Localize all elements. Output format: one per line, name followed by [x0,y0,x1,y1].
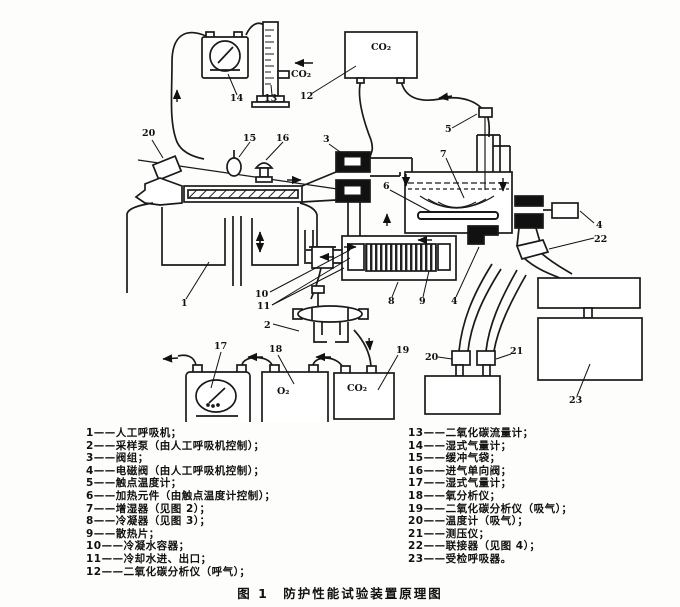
legend-item: 10——冷凝水容器； [86,540,190,553]
co2-flow-meter-13 [251,21,290,108]
legend-item: 17——湿式气量计； [408,477,512,490]
part-number-labels: 1 2 3 4 4 5 6 7 8 9 10 11 12 13 14 15 16… [142,91,607,406]
wet-gas-meter-14 [201,31,249,79]
artificial-respirator-1 [126,202,318,293]
legend-item: 12——二氧化碳分析仪（呼气）； [86,565,251,578]
legend-item: 5——触点温度计； [86,477,182,490]
co2-inlet-text: CO₂ [291,69,311,80]
label-21: 21 [510,346,523,357]
co2-analyzer-inhale-19 [333,365,395,420]
label-17: 17 [214,341,227,352]
valve-group-3 [335,151,371,245]
legend-item: 7——增湿器（见图 2）； [86,502,211,515]
contact-thermometer-5 [478,107,493,190]
legend-item: 14——湿式气量计； [408,439,512,452]
legend-item: 2——采样泵（由人工呼吸机控制）； [86,439,265,452]
gas-text-labels: CO₂ CO₂ O₂ CO₂ [277,42,391,397]
wet-gas-meter-17 [185,364,251,422]
legend-item: 22——联接器（见图 4）； [408,540,541,553]
legend-item: 11——冷却水进、出口； [86,552,212,565]
label-20b: 20 [425,352,439,363]
legend-item: 19——二氧化碳分析仪（吸气）； [408,502,573,515]
electromagnetic-valve-4 [514,195,579,229]
label-3: 3 [323,134,330,145]
label-10: 10 [255,289,269,300]
label-2: 2 [264,320,271,331]
legend-item: 1——人工呼吸机； [86,427,182,439]
electromagnetic-valve-4b [467,225,499,245]
sampling-pump-2 [292,285,369,343]
buffer-gas-bag-15 [226,150,242,177]
label-14: 14 [230,93,244,104]
legend-item: 21——测压仪； [408,527,490,540]
label-11: 11 [257,301,270,312]
heating-element-6 [417,211,499,220]
legend-item: 3——阀组； [86,452,149,465]
condenser-8 [341,235,457,281]
breathing-channel-mask [134,171,337,206]
label-5: 5 [445,124,452,135]
flow-arrows [162,58,508,363]
respirator-under-test-23 [537,277,643,381]
sensor-block-20-21 [424,350,501,415]
label-12: 12 [300,91,313,102]
label-4a: 4 [596,220,603,231]
legend-item: 15——缓冲气袋； [408,452,501,465]
legend-item: 16——进气单向阀； [408,464,512,477]
legend-item: 13——二氧化碳流量计； [408,427,534,439]
connector-22 [515,239,550,261]
legend-item: 9——散热片； [86,527,160,540]
label-8: 8 [388,296,395,307]
label-20a: 20 [142,128,156,139]
label-16: 16 [276,133,290,144]
intake-check-valve-16 [254,162,274,183]
humidifier-7 [404,171,513,234]
label-9: 9 [419,296,426,307]
label-22: 22 [594,234,607,245]
legend-item: 23——受检呼吸器。 [408,552,512,565]
label-7: 7 [440,149,447,160]
co2-analyzer-exhale-12 [344,31,418,84]
figure-caption: 图 1 防护性能试验装置原理图 [237,586,443,601]
label-13: 13 [264,93,277,104]
oxygen-analyzer-18 [261,364,329,422]
label-6: 6 [383,181,390,192]
thermometer-20 [451,350,471,366]
label-19: 19 [396,345,410,356]
leader-lines [151,65,595,397]
thermometer-sensor-20 [137,154,359,193]
legend-column-left: 1——人工呼吸机； 2——采样泵（由人工呼吸机控制）； 3——阀组； 4——电磁… [86,427,276,578]
legend-item: 20——温度计（吸气）； [408,515,529,528]
cooling-fins-9 [365,243,437,272]
legend-item: 8——冷凝器（见图 3）； [86,515,211,528]
label-1: 1 [181,298,188,309]
box19-co2-text: CO₂ [347,383,367,394]
pressure-gauge-21 [476,350,496,366]
label-18: 18 [269,344,283,355]
label-4b: 4 [451,296,458,307]
legend-column-right: 13——二氧化碳流量计； 14——湿式气量计； 15——缓冲气袋； 16——进气… [408,427,572,566]
legend-item: 6——加热元件（由触点温度计控制）； [86,489,276,502]
legend-item: 18——氧分析仪； [408,489,501,502]
label-15: 15 [243,133,256,144]
box12-co2-text: CO₂ [371,42,391,53]
box18-o2-text: O₂ [277,386,289,397]
label-23: 23 [569,395,582,406]
schematic-diagram: 1 2 3 4 4 5 6 7 8 9 10 11 12 13 14 15 16… [126,21,643,422]
legend-item: 4——电磁阀（由人工呼吸机控制）； [86,464,265,477]
